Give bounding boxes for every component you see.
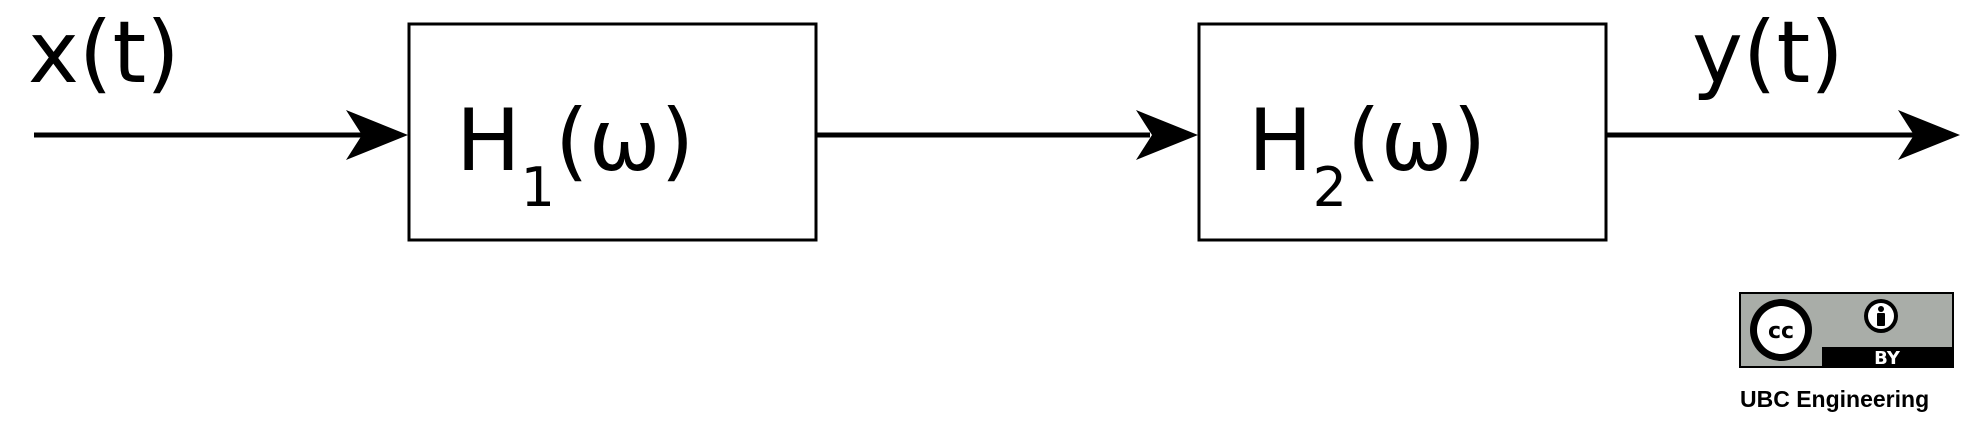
- block-h1-subscript: 1: [521, 156, 555, 219]
- middle-arrowhead: [1136, 110, 1198, 160]
- credit-text: UBC Engineering: [1740, 386, 1929, 412]
- block-h2-frame: [1197, 22, 1608, 242]
- output-signal-label: y(t): [1692, 3, 1844, 103]
- input-signal-label: x(t): [28, 3, 180, 103]
- creative-commons-icon: cc: [1750, 299, 1812, 361]
- input-arrowhead: [346, 110, 408, 160]
- block-h1-argument: (ω): [555, 91, 694, 191]
- output-arrowhead: [1898, 110, 1960, 160]
- badge-by-label: BY: [1874, 348, 1901, 369]
- block-h2: H2(ω): [1197, 22, 1608, 242]
- block-h2-argument: (ω): [1347, 91, 1486, 191]
- block-h1-label: H1(ω): [456, 91, 694, 219]
- block-h1-frame: [407, 22, 818, 242]
- block-h1-main: H: [456, 91, 521, 191]
- badge-frame: [1739, 292, 1954, 368]
- cc-by-license-badge[interactable]: cc BY: [1739, 292, 1954, 369]
- block-h2-subscript: 2: [1313, 156, 1347, 219]
- cc-mark-text: cc: [1768, 319, 1794, 344]
- block-h1: H1(ω): [407, 22, 818, 242]
- block-h2-label: H2(ω): [1248, 91, 1486, 219]
- attribution-person-icon: [1864, 299, 1898, 333]
- block-h2-main: H: [1248, 91, 1313, 191]
- badge-bottom-band: [1822, 347, 1953, 367]
